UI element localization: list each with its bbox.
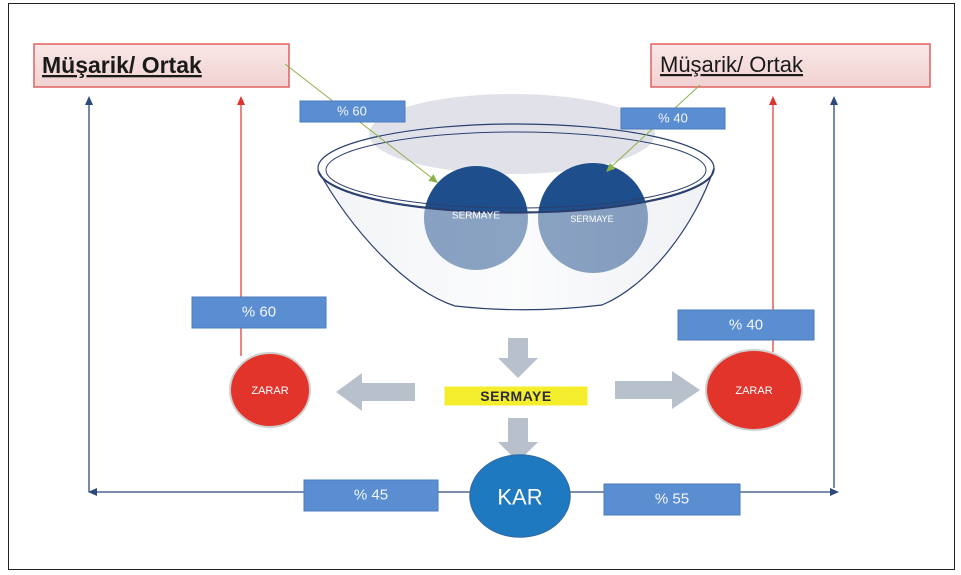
right-partner-box: Müşarik/ Ortak <box>650 43 931 88</box>
capital-highlight: SERMAYE <box>443 385 589 407</box>
share-label-text: % 40 <box>729 317 763 334</box>
loss-share-left: % 60 <box>191 296 327 329</box>
funnel-shadow-ellipse <box>369 94 655 174</box>
partner-label: Müşarik/ Ortak <box>660 52 804 77</box>
share-label-box <box>299 100 406 123</box>
diagram-frame <box>8 3 955 570</box>
loss-right: ZARAR <box>705 349 803 431</box>
funnel-rim-outer <box>317 123 715 213</box>
right-capital-label: SERMAYE <box>570 214 613 224</box>
capital-funnel: SERMAYE SERMAYE <box>317 94 715 311</box>
loss-arrow-left-head <box>237 96 245 105</box>
profit-share-right: % 55 <box>603 483 741 516</box>
loss-share-right: % 40 <box>677 309 815 341</box>
profit-arrow-bottom-right-head <box>830 488 839 496</box>
share-label-text: % 60 <box>242 304 276 321</box>
flow-arrow-right-to-loss <box>615 371 700 409</box>
flow-arrow-down-to-capital <box>498 338 538 378</box>
capital-share-left: % 60 <box>299 100 406 123</box>
share-label-box <box>303 479 439 512</box>
share-label-text: % 40 <box>658 111 688 126</box>
loss-label: ZARAR <box>251 385 288 397</box>
contribution-arrow-right-head <box>606 163 616 172</box>
share-label-box <box>603 483 741 516</box>
flow-arrows <box>336 338 700 462</box>
loss-circle <box>705 349 803 431</box>
profit-arrow-left-head <box>85 96 93 105</box>
loss-label: ZARAR <box>735 385 772 397</box>
capital-share-right: % 40 <box>620 107 726 130</box>
partner-box-background <box>650 43 931 88</box>
share-label-box <box>191 296 327 329</box>
flow-arrow-down-to-profit <box>498 418 538 462</box>
contribution-arrow-left-head <box>428 174 438 183</box>
profit-arrow-right-head <box>830 96 838 105</box>
loss-arrow-right-head <box>769 96 777 105</box>
profit-label: KAR <box>497 485 542 510</box>
partner-label: Müşarik/ Ortak <box>42 52 202 78</box>
share-label-box <box>677 309 815 341</box>
profit-circle <box>469 454 571 538</box>
funnel-body <box>317 167 715 311</box>
loss-left: ZARAR <box>229 352 311 428</box>
funnel-rim-inner <box>325 131 707 209</box>
loss-circle <box>229 352 311 428</box>
capital-label: SERMAYE <box>480 388 551 404</box>
flow-arrow-left-to-loss <box>336 373 415 411</box>
share-label-text: % 45 <box>354 487 388 504</box>
left-capital-label: SERMAYE <box>452 211 500 222</box>
share-label-text: % 55 <box>655 491 689 508</box>
share-label-box <box>620 107 726 130</box>
profit-arrow-bottom-left-head <box>88 488 97 496</box>
left-partner-box: Müşarik/ Ortak <box>33 43 290 88</box>
profit-share-left: % 45 <box>303 479 439 512</box>
partner-box-background <box>33 43 290 88</box>
capital-highlight-box <box>443 385 589 407</box>
profit: KAR <box>469 454 571 538</box>
share-label-text: % 60 <box>337 104 367 119</box>
